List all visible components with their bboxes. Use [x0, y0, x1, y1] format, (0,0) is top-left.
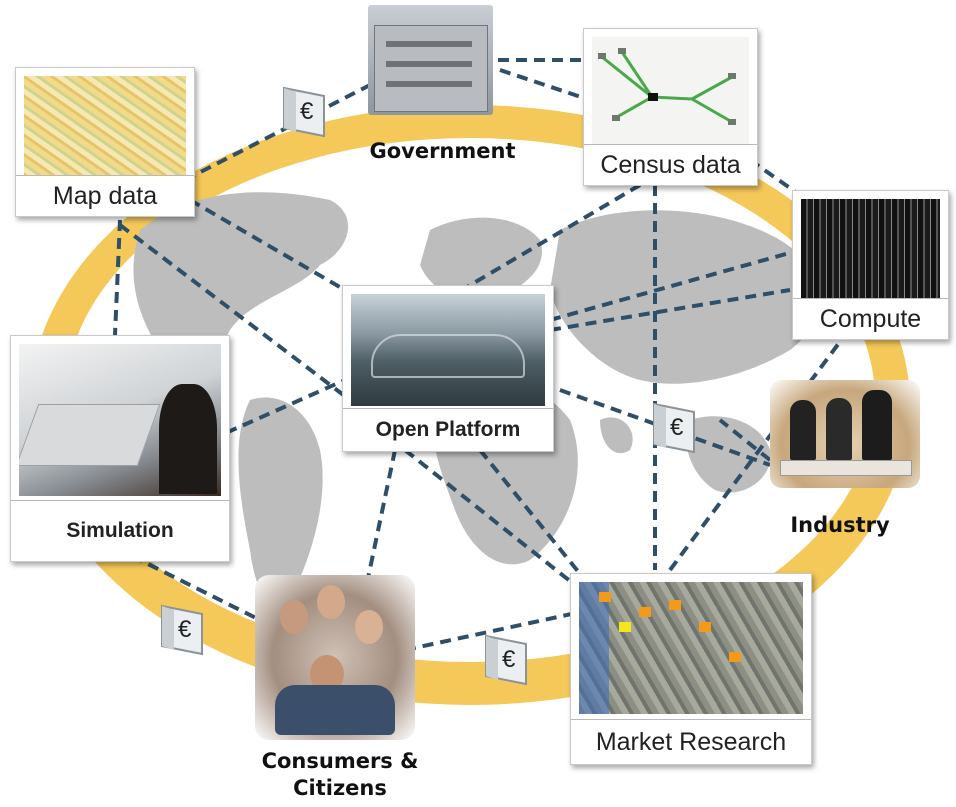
compute-image — [801, 199, 940, 299]
consumers-image — [255, 575, 415, 740]
euro-symbol: € — [670, 414, 684, 441]
simulation-card: Simulation — [10, 335, 230, 562]
euro-payment-icon: € — [484, 634, 528, 686]
government-image — [368, 5, 493, 115]
compute-card: Compute — [792, 190, 949, 340]
census-data-image — [592, 37, 749, 145]
open-platform-card: Open Platform — [342, 285, 554, 452]
euro-payment-icon: € — [652, 402, 696, 454]
market-research-card: Market Research — [570, 573, 812, 765]
census-data-card: Census data — [583, 28, 758, 186]
census-graph-icon — [598, 48, 736, 125]
industry-label: Industry — [790, 513, 890, 537]
euro-payment-icon: € — [282, 86, 326, 138]
euro-symbol: € — [502, 646, 516, 673]
map-data-card: Map data — [15, 67, 195, 217]
euro-symbol: € — [178, 616, 192, 643]
market-research-image — [579, 582, 803, 714]
market-research-label: Market Research — [571, 719, 811, 764]
compute-label: Compute — [793, 298, 948, 339]
census-data-label: Census data — [584, 144, 757, 185]
consumers-label-line2: Citizens — [293, 776, 387, 800]
industry-image — [770, 380, 920, 488]
open-platform-label: Open Platform — [343, 408, 553, 451]
consumers-label: Consumers & Citizens — [235, 748, 445, 802]
map-data-image — [24, 76, 186, 176]
simulation-image — [19, 344, 221, 496]
euro-payment-icon: € — [160, 604, 204, 656]
government-label: Government — [369, 139, 516, 163]
consumers-label-line1: Consumers & — [261, 749, 419, 773]
euro-symbol: € — [300, 98, 314, 125]
connectors — [99, 58, 847, 652]
open-platform-image — [351, 294, 545, 406]
map-data-label: Map data — [16, 175, 194, 216]
simulation-label: Simulation — [11, 500, 229, 561]
